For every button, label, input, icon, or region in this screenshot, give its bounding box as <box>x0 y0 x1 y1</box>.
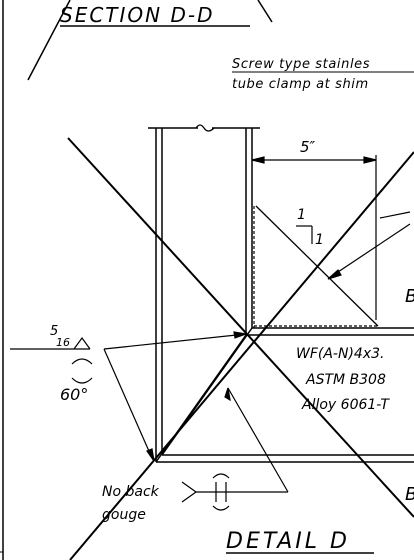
cross-out-lines <box>67 137 414 560</box>
slope-run-label: 1 <box>315 232 324 248</box>
no-back-gouge-line1: No back <box>102 484 160 500</box>
dimension-5in <box>251 155 377 320</box>
section-cut-line-left <box>27 0 71 81</box>
dimension-5in-label: 5″ <box>300 138 316 156</box>
member-line3: Alloy 6061-T <box>301 397 390 413</box>
vertical-tube <box>148 124 260 462</box>
slope-indicator <box>296 225 313 244</box>
letter-b-lower: B <box>405 484 414 505</box>
detail-title: DETAIL D <box>226 529 350 554</box>
slope-rise-label: 1 <box>297 207 306 223</box>
weld-angle: 60° <box>60 385 88 404</box>
drawing-frame <box>0 0 4 560</box>
weld-symbol-bottom <box>181 387 289 511</box>
member-line2: ASTM B308 <box>305 372 386 388</box>
weld-symbol-left <box>10 331 249 462</box>
section-title-group: SECTION D-D <box>27 0 273 81</box>
letter-b-upper: B <box>405 286 414 307</box>
break-symbol <box>195 124 215 132</box>
note-line1: Screw type stainles <box>232 57 370 72</box>
weld-leader <box>327 211 411 280</box>
section-title: SECTION D-D <box>60 3 215 27</box>
no-back-gouge-line2: gouge <box>102 507 146 523</box>
member-line1: WF(A-N)4x3. <box>296 346 384 362</box>
note-group: Screw type stainles tube clamp at shim <box>232 57 414 92</box>
note-line2: tube clamp at shim <box>232 77 369 92</box>
weld-size-num: 5 <box>50 324 58 339</box>
weld-size-den: 16 <box>56 336 70 349</box>
section-cut-line-right <box>257 0 273 23</box>
